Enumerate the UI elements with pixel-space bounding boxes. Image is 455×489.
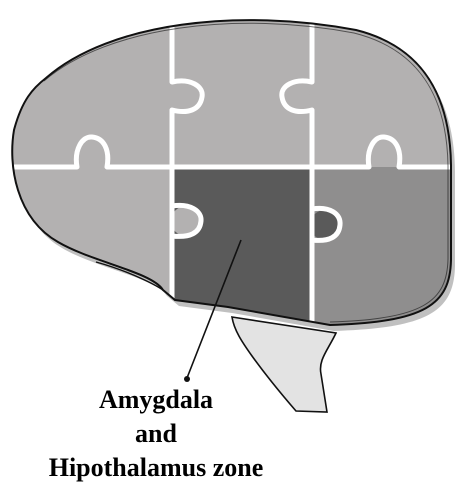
callout-leader-dot [184, 376, 190, 382]
caption-line-hipothalamus: Hipothalamus zone [37, 451, 275, 485]
region-caption: Amygdala and Hipothalamus zone [37, 383, 275, 485]
caption-line-amygdala: Amygdala [37, 383, 275, 417]
piece-frontal-bottom [0, 167, 172, 337]
puzzle-pieces [0, 0, 455, 337]
caption-line-and: and [37, 417, 275, 451]
